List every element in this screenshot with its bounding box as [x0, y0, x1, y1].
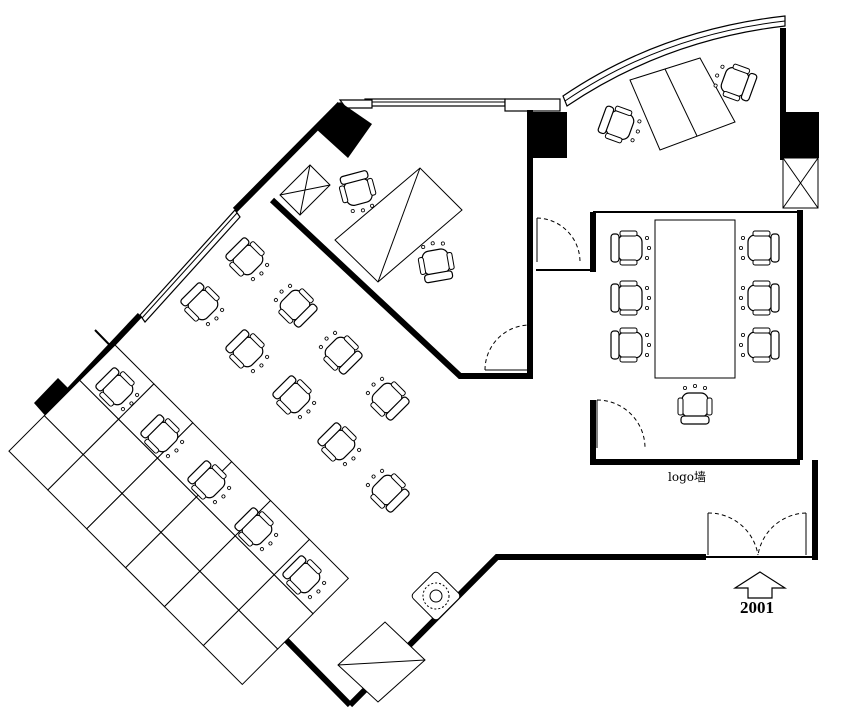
chair-icon [359, 462, 414, 517]
chair-icon [312, 324, 367, 379]
chair-icon [610, 230, 652, 266]
logo-wall-label: logo墙 [668, 470, 706, 484]
windows [139, 15, 786, 323]
chair-icon [415, 238, 457, 285]
chair-icon [610, 280, 652, 316]
chair-icon [610, 327, 652, 363]
doors [484, 217, 815, 558]
chair-icon [677, 383, 713, 425]
chair-icon [221, 233, 276, 288]
chair-icon [738, 327, 780, 363]
entrance-arrow-icon [732, 571, 788, 599]
chair-icon [267, 277, 322, 332]
chair-icon [738, 280, 780, 316]
unit-number: 2001 [740, 598, 774, 617]
chair-icon [359, 370, 414, 425]
manager-desk [334, 167, 463, 283]
chair-icon [313, 418, 368, 473]
chair-icon [176, 278, 231, 333]
director-desk [629, 57, 736, 151]
interior-walls [94, 110, 819, 703]
chair-icon [221, 325, 276, 380]
chair-icon [595, 101, 646, 149]
chair-icon [738, 230, 780, 266]
meeting-table [654, 219, 736, 379]
plant-icon [411, 571, 461, 621]
chair-icon [268, 371, 323, 426]
